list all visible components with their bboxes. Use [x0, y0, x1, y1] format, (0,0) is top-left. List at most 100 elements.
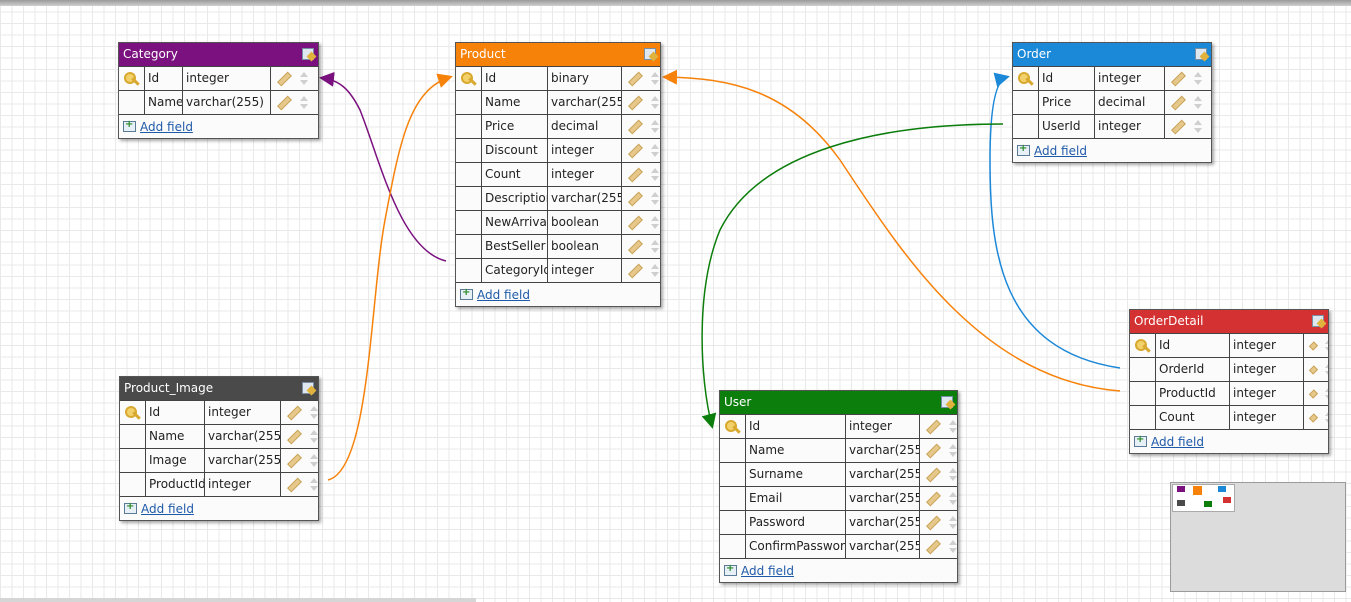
add-field-link[interactable]: Add field — [477, 287, 530, 302]
edit-pencil-icon[interactable] — [628, 119, 643, 134]
reorder-arrows-icon[interactable] — [310, 430, 318, 443]
edit-table-icon[interactable] — [1195, 48, 1207, 60]
field-type[interactable]: integer — [548, 163, 622, 186]
field-type[interactable]: integer — [548, 259, 622, 282]
edit-pencil-icon[interactable] — [926, 515, 941, 530]
field-name[interactable]: Name — [145, 91, 183, 114]
field-name[interactable]: Surname — [746, 463, 846, 486]
reorder-arrows-icon[interactable] — [651, 192, 659, 205]
add-field-link[interactable]: Add field — [140, 119, 193, 134]
edit-table-icon[interactable] — [644, 48, 656, 60]
field-type[interactable]: varchar(255) — [846, 511, 920, 534]
edit-table-icon[interactable] — [302, 48, 314, 60]
reorder-arrows-icon[interactable] — [949, 444, 957, 457]
field-type[interactable]: integer — [1230, 358, 1304, 381]
field-type[interactable]: boolean — [548, 211, 622, 234]
field-name[interactable]: ConfirmPassword — [746, 535, 846, 558]
edit-pencil-icon[interactable] — [628, 143, 643, 158]
reorder-arrows-icon[interactable] — [310, 454, 318, 467]
field-type[interactable]: boolean — [548, 235, 622, 258]
field-name[interactable]: Price — [482, 115, 548, 138]
field-name[interactable]: Email — [746, 487, 846, 510]
field-type[interactable]: varchar(255) — [846, 439, 920, 462]
add-field-link[interactable]: Add field — [1151, 434, 1204, 449]
reorder-arrows-icon[interactable] — [651, 240, 659, 253]
reorder-arrows-icon[interactable] — [1324, 387, 1328, 400]
field-name[interactable]: Name — [746, 439, 846, 462]
field-name[interactable]: ProductId — [1156, 382, 1230, 405]
edit-pencil-icon[interactable] — [628, 95, 643, 110]
field-type[interactable]: varchar(255) — [548, 91, 622, 114]
edit-table-icon[interactable] — [302, 382, 314, 394]
reorder-arrows-icon[interactable] — [300, 72, 308, 85]
edit-table-icon[interactable] — [941, 396, 953, 408]
edit-pencil-icon[interactable] — [287, 477, 302, 492]
field-type[interactable]: integer — [205, 473, 281, 496]
field-name[interactable]: Description — [482, 187, 548, 210]
reorder-arrows-icon[interactable] — [300, 96, 308, 109]
add-field-link[interactable]: Add field — [1034, 143, 1087, 158]
edit-pencil-icon[interactable] — [1308, 412, 1319, 423]
field-name[interactable]: Id — [482, 67, 548, 90]
reorder-arrows-icon[interactable] — [1324, 363, 1328, 376]
field-type[interactable]: varchar(255) — [548, 187, 622, 210]
field-type[interactable]: decimal — [1095, 91, 1165, 114]
field-type[interactable]: integer — [205, 401, 281, 424]
reorder-arrows-icon[interactable] — [949, 420, 957, 433]
field-type[interactable]: integer — [183, 67, 271, 90]
reorder-arrows-icon[interactable] — [651, 120, 659, 133]
edit-pencil-icon[interactable] — [926, 467, 941, 482]
field-name[interactable]: Id — [1039, 67, 1095, 90]
reorder-arrows-icon[interactable] — [1194, 96, 1202, 109]
edit-pencil-icon[interactable] — [926, 539, 941, 554]
reorder-arrows-icon[interactable] — [1194, 72, 1202, 85]
edit-pencil-icon[interactable] — [1171, 95, 1186, 110]
field-type[interactable]: integer — [1095, 115, 1165, 138]
field-type[interactable]: integer — [846, 415, 920, 438]
field-name[interactable]: CategoryId — [482, 259, 548, 282]
field-name[interactable]: NewArrival — [482, 211, 548, 234]
field-name[interactable]: Id — [145, 67, 183, 90]
reorder-arrows-icon[interactable] — [949, 540, 957, 553]
field-type[interactable]: integer — [1230, 406, 1304, 429]
edit-pencil-icon[interactable] — [1171, 71, 1186, 86]
edit-pencil-icon[interactable] — [628, 167, 643, 182]
field-name[interactable]: OrderId — [1156, 358, 1230, 381]
field-name[interactable]: Discount — [482, 139, 548, 162]
edit-pencil-icon[interactable] — [287, 405, 302, 420]
table-header[interactable]: Order — [1013, 43, 1211, 66]
field-name[interactable]: Id — [746, 415, 846, 438]
field-name[interactable]: Image — [146, 449, 205, 472]
minimap[interactable] — [1170, 482, 1346, 592]
field-type[interactable]: integer — [548, 139, 622, 162]
edit-pencil-icon[interactable] — [1308, 340, 1319, 351]
reorder-arrows-icon[interactable] — [310, 406, 318, 419]
field-type[interactable]: integer — [1095, 67, 1165, 90]
table-header[interactable]: Product — [456, 43, 660, 66]
